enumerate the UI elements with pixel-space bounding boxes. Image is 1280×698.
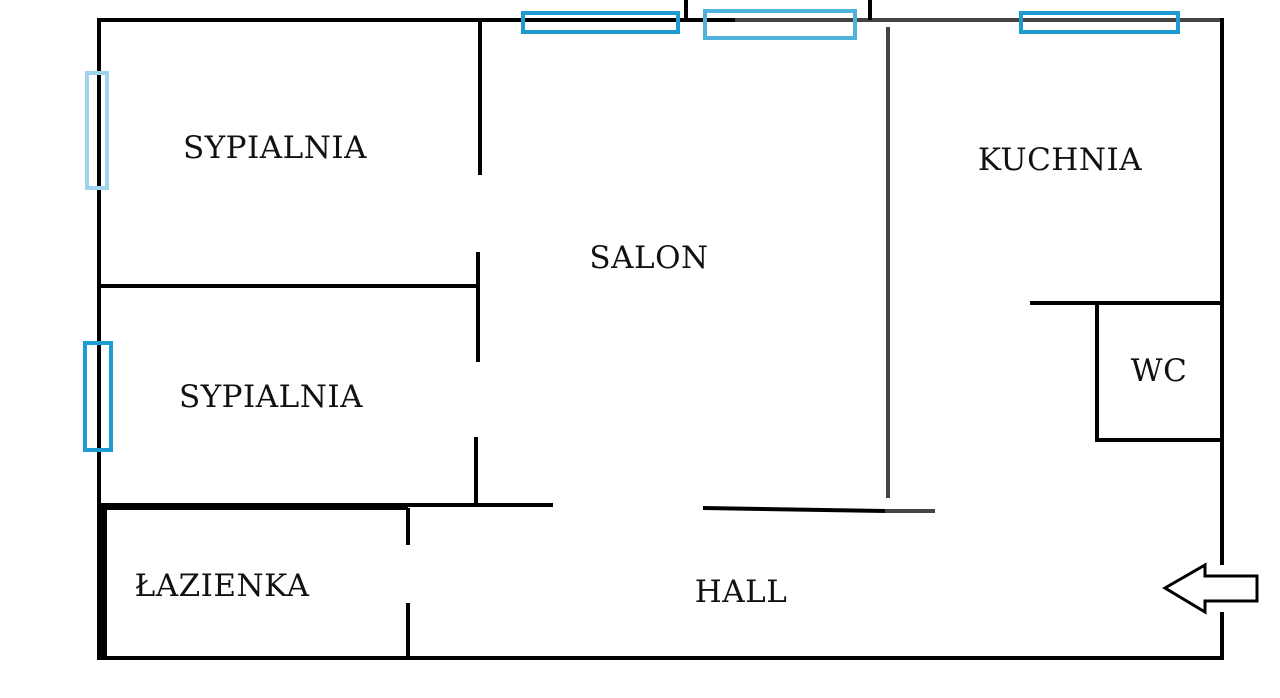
room-label-wc: WC [1130,353,1188,389]
room-label-kitchen: KUCHNIA [977,142,1143,178]
room-label-bedroom-2: SYPIALNIA [178,379,364,415]
arrow-left-icon [1162,562,1259,615]
window [85,71,109,190]
windows [83,9,1180,452]
room-label-bedroom-1: SYPIALNIA [182,130,368,166]
walls [97,0,1224,660]
room-label-hall: HALL [694,574,788,610]
room-label-living-room: SALON [589,240,709,276]
window [1019,11,1180,34]
room-label-bathroom: ŁAZIENKA [134,568,310,604]
window [521,11,680,34]
window [703,9,857,40]
wall-hall-right [702,506,886,513]
window [83,341,113,452]
